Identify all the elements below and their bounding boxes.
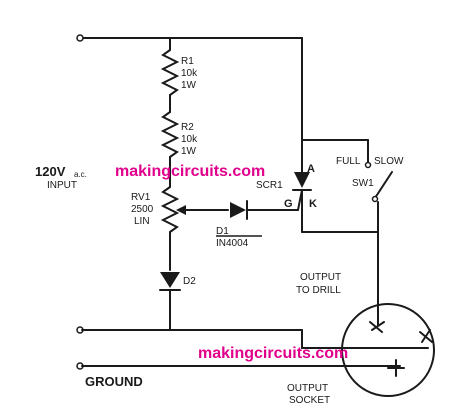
watermark-top: makingcircuits.com bbox=[115, 163, 265, 180]
scr1-gate-label: G bbox=[284, 198, 293, 210]
switch-contact-full bbox=[364, 161, 372, 169]
watermark-bottom: makingcircuits.com bbox=[198, 345, 348, 362]
socket-pin-live bbox=[371, 321, 385, 331]
r2-value-label: 10k bbox=[181, 134, 198, 145]
scr1-cathode-label: K bbox=[309, 198, 317, 210]
switch-blade bbox=[374, 171, 393, 199]
r1-resistor bbox=[160, 49, 180, 96]
output-drill-label-2: TO DRILL bbox=[296, 285, 341, 296]
d2-name-label: D2 bbox=[183, 276, 196, 287]
wiper-arrowhead bbox=[176, 205, 186, 215]
input-terminal-top bbox=[76, 34, 84, 42]
output-socket-label-2: SOCKET bbox=[289, 395, 330, 406]
input-label: INPUT bbox=[47, 180, 77, 191]
scr1-body bbox=[294, 172, 310, 188]
scr1-anode-label: A bbox=[307, 163, 315, 175]
rv1-taper-label: LIN bbox=[134, 216, 150, 227]
switch-contact-pivot bbox=[371, 195, 379, 203]
socket-pin-neutral-cross bbox=[421, 329, 431, 343]
socket-pin-live-cross bbox=[369, 321, 383, 333]
output-drill-label-1: OUTPUT bbox=[300, 272, 341, 283]
d1-part-label: IN4004 bbox=[216, 238, 249, 249]
ground-label: GROUND bbox=[85, 374, 143, 389]
input-voltage-label: 120V bbox=[35, 164, 66, 179]
r2-power-label: 1W bbox=[181, 146, 197, 157]
r2-name-label: R2 bbox=[181, 122, 194, 133]
sw1-slow-label: SLOW bbox=[374, 156, 404, 167]
rv1-potentiometer bbox=[160, 186, 180, 233]
sw1-name-label: SW1 bbox=[352, 178, 374, 189]
sw1-full-label: FULL bbox=[336, 156, 361, 167]
rv1-name-label: RV1 bbox=[131, 192, 151, 203]
r1-power-label: 1W bbox=[181, 80, 197, 91]
output-socket-outline bbox=[341, 303, 435, 397]
d2-diode-body bbox=[160, 272, 180, 288]
d1-name-label: D1 bbox=[216, 226, 229, 237]
r1-value-label: 10k bbox=[181, 68, 198, 79]
rv1-value-label: 2500 bbox=[131, 204, 154, 215]
r2-resistor bbox=[160, 111, 180, 158]
r1-name-label: R1 bbox=[181, 56, 194, 67]
d1-diode-body bbox=[230, 202, 246, 218]
scr1-name-label: SCR1 bbox=[256, 180, 283, 191]
output-socket-label-1: OUTPUT bbox=[287, 383, 328, 394]
input-ac-label: a.c. bbox=[74, 170, 87, 179]
